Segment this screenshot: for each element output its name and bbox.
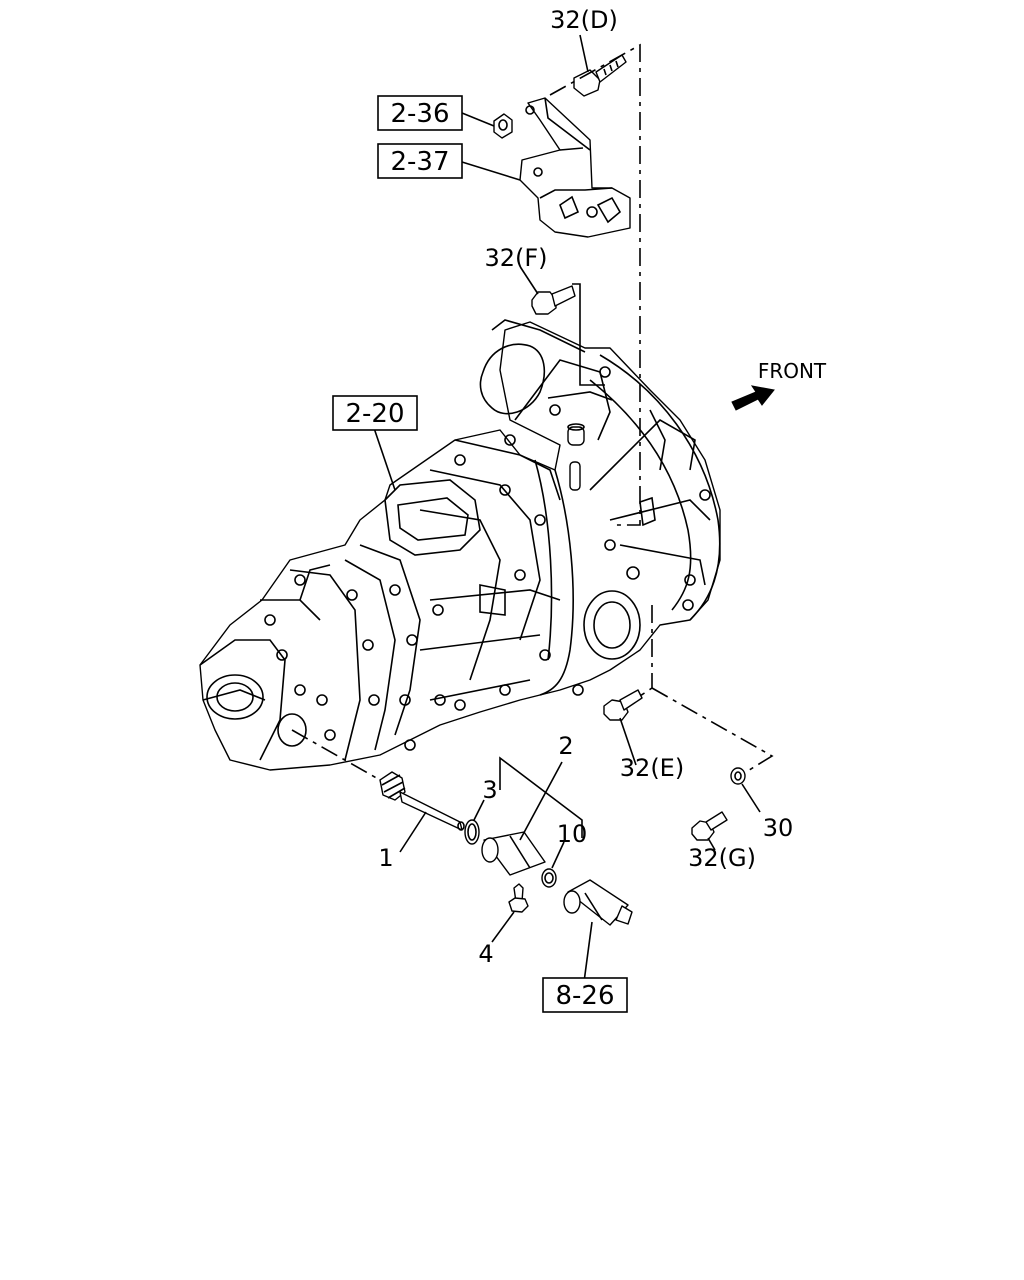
label-2: 2 <box>558 732 573 760</box>
ref-8-26-text: 8-26 <box>555 981 614 1011</box>
bolt-32g <box>691 811 728 841</box>
bolt-4 <box>508 883 529 913</box>
label-30: 30 <box>763 814 794 842</box>
bolt-32f <box>531 285 576 315</box>
label-32g: 32(G) <box>688 844 756 872</box>
transmission-housing <box>199 319 721 771</box>
label-3: 3 <box>482 776 497 804</box>
ref-box-2-20: 2-20 <box>332 395 418 431</box>
sleeve-2 <box>481 831 546 876</box>
bracket-assembly <box>519 97 631 238</box>
bolt-32d <box>573 54 627 97</box>
ref-box-2-37: 2-37 <box>377 143 463 179</box>
oil-seal-10 <box>541 868 557 888</box>
label-1: 1 <box>378 844 393 872</box>
driven-gear-shaft-1 <box>379 771 465 831</box>
ref-2-20-text: 2-20 <box>345 399 404 429</box>
ref-2-37-text: 2-37 <box>390 147 449 177</box>
ref-2-36-text: 2-36 <box>390 99 449 129</box>
ref-box-8-26: 8-26 <box>542 977 628 1013</box>
leader-lines <box>291 34 774 983</box>
ref-box-2-36: 2-36 <box>377 95 463 131</box>
o-ring-3 <box>464 819 480 845</box>
label-4: 4 <box>478 940 493 968</box>
front-arrow-icon <box>731 385 775 411</box>
label-32e: 32(E) <box>620 754 684 782</box>
nut-2-36 <box>493 113 513 139</box>
label-32d: 32(D) <box>550 6 618 34</box>
speed-sensor-8-26 <box>563 879 633 926</box>
label-10: 10 <box>557 820 588 848</box>
washer-30 <box>730 767 746 785</box>
label-front: FRONT <box>758 359 827 383</box>
label-32f: 32(F) <box>484 244 547 272</box>
bolt-32e <box>603 689 643 721</box>
